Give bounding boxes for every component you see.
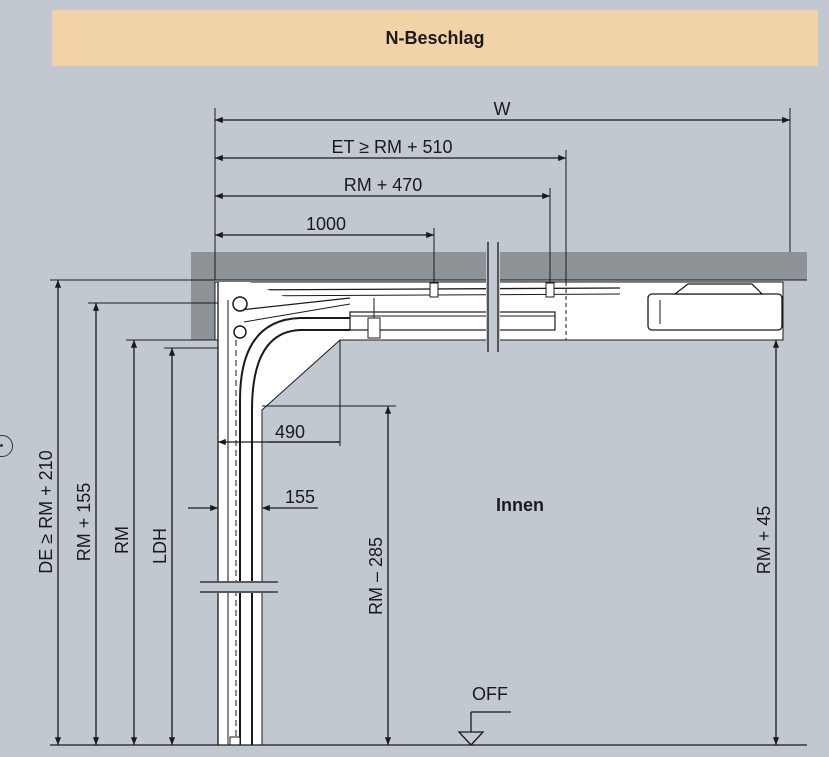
label-rm285: RM – 285 [366,537,386,615]
label-rm45: RM + 45 [754,506,774,575]
label-490: 490 [275,422,305,442]
header-banner: N-Beschlag [52,10,818,66]
dim-rm155 [88,302,218,745]
label-ldh: LDH [150,528,170,564]
dim-rm470 [214,188,551,282]
label-inside: Innen [496,495,544,515]
label-w: W [494,99,511,119]
dim-de [50,279,191,745]
dim-490 [217,340,341,446]
diagram-title: N-Beschlag [385,27,485,48]
floor-level-icon [457,711,511,746]
motor-unit [647,283,783,331]
label-floor: OFF [472,684,508,704]
label-et: ET ≥ RM + 510 [331,137,452,157]
door-track [217,282,351,746]
dim-1000 [214,228,435,282]
vertical-break [200,581,280,593]
dim-ldh [164,347,218,745]
label-1000: 1000 [306,214,346,234]
dim-et [214,150,567,282]
dim-rm285 [262,405,396,745]
label-rm: RM [112,526,132,554]
label-rm155: RM + 155 [74,483,94,562]
dim-rm [126,339,215,745]
label-rm470: RM + 470 [344,175,423,195]
label-de: DE ≥ RM + 210 [36,450,56,573]
label-155: 155 [285,487,315,507]
break-symbol [486,242,500,352]
